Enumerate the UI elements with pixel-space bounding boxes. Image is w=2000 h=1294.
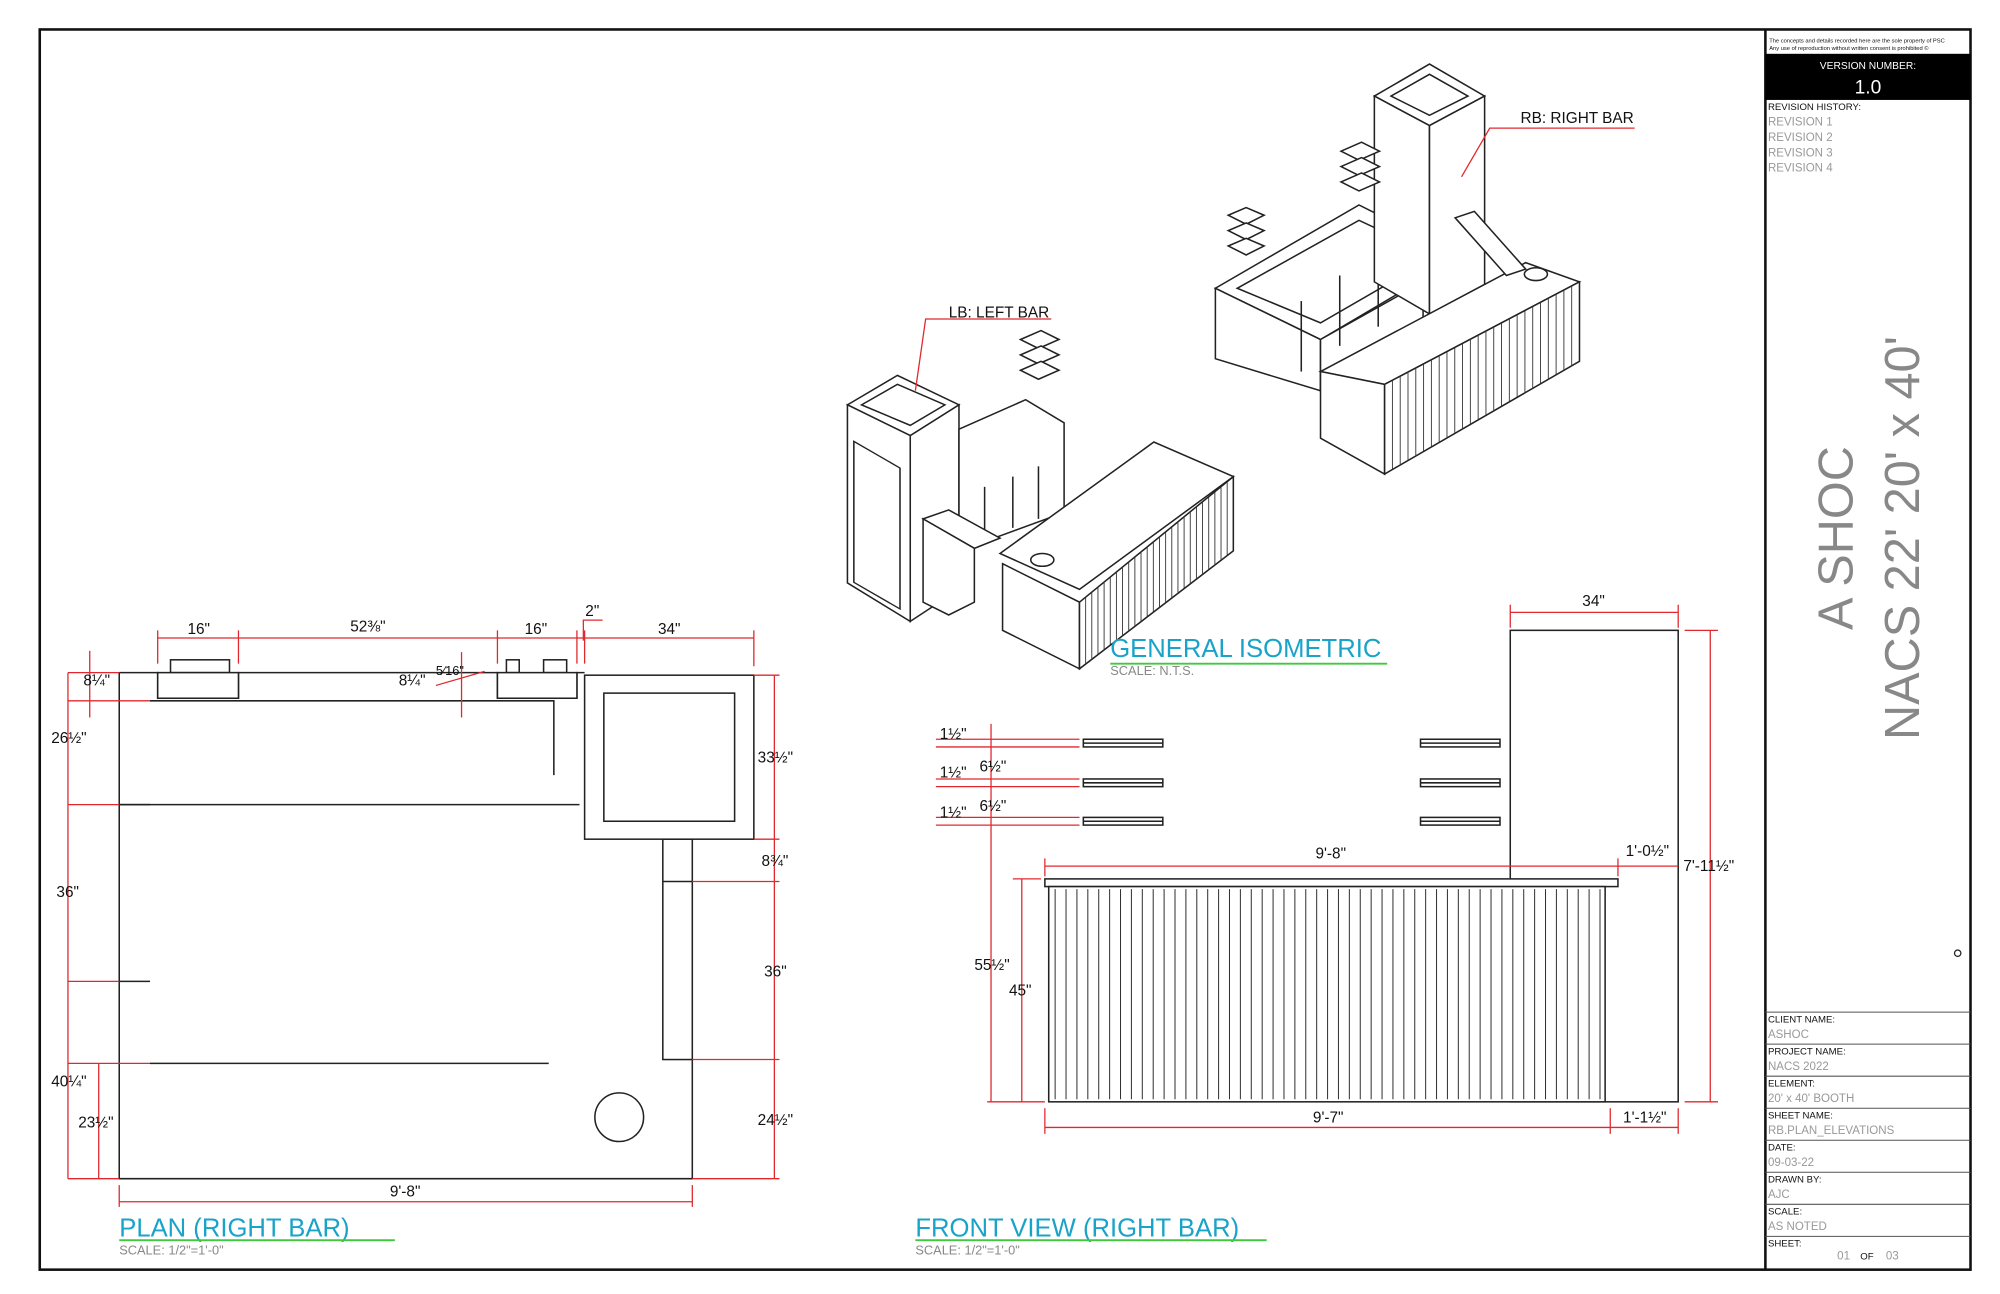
field-value: ASHOC [1768, 1029, 1809, 1041]
sheet-total: 03 [1886, 1250, 1899, 1262]
dim-front-h55: 55½" [974, 957, 1009, 974]
field-value: RB.PLAN_ELEVATIONS [1768, 1125, 1895, 1137]
field-label: DRAWN BY: [1768, 1175, 1822, 1186]
sheet-label: SHEET: [1768, 1239, 1802, 1250]
front-title: FRONT VIEW (RIGHT BAR) [915, 1214, 1239, 1242]
isometric-scale: SCALE: N.T.S. [1110, 663, 1194, 678]
revision-item: REVISION 2 [1768, 132, 1833, 144]
dim-plan-16b: 16" [525, 621, 548, 638]
isometric-title: GENERAL ISOMETRIC [1110, 635, 1381, 663]
dim-plan-8a: 8¼" [83, 672, 110, 689]
dim-front-h45: 45" [1009, 982, 1032, 999]
dim-front-s3: 1½" [940, 804, 967, 821]
dim-front-g2: 6½" [979, 798, 1006, 815]
field-value: NACS 2022 [1768, 1061, 1829, 1073]
revision-item: REVISION 4 [1768, 163, 1833, 175]
dim-front-g1: 6½" [979, 758, 1006, 775]
front-view: 34" 1½" 1½" 1½" 6½" 6½" 9'-8" 1'-0½" 7'-… [935, 593, 1734, 1134]
field-value: 09-03-22 [1768, 1157, 1814, 1169]
dim-front-right-bottom: 1'-1½" [1623, 1109, 1666, 1126]
dim-plan-8-3-4: 8¾" [762, 853, 789, 870]
revision-item: REVISION 3 [1768, 147, 1833, 159]
dim-front-s2: 1½" [940, 765, 967, 782]
dim-plan-40: 40¼" [51, 1073, 86, 1090]
field-label: CLIENT NAME: [1768, 1014, 1835, 1025]
dim-plan-5-16: 5⁄16" [436, 663, 464, 678]
project-title-line1: A SHOC [1810, 446, 1864, 630]
revision-item: REVISION 1 [1768, 117, 1833, 129]
revision-history-label: REVISION HISTORY: [1768, 102, 1861, 113]
dim-front-width-top: 9'-8" [1315, 845, 1346, 862]
field-label: DATE: [1768, 1143, 1796, 1154]
field-label: SCALE: [1768, 1207, 1802, 1218]
dim-plan-2: 2" [585, 603, 599, 620]
field-label: ELEMENT: [1768, 1078, 1815, 1089]
dim-plan-33: 33½" [758, 749, 793, 766]
plan-view: 16" 52⅜" 16" 2" 34" 8¼" 8¼" 5⁄16" 26½" 3… [51, 603, 793, 1207]
plan-scale: SCALE: 1/2"=1'-0" [119, 1242, 223, 1257]
field-value: AS NOTED [1768, 1221, 1827, 1233]
field-label: SHEET NAME: [1768, 1110, 1833, 1121]
field-label: PROJECT NAME: [1768, 1046, 1846, 1057]
dim-plan-52: 52⅜" [350, 619, 385, 636]
disclaimer-text: The concepts and details recorded here a… [1769, 38, 1945, 44]
dim-plan-23: 23½" [78, 1114, 113, 1131]
field-value: 20' x 40' BOOTH [1768, 1093, 1854, 1105]
dim-front-height-total: 7'-11½" [1683, 858, 1734, 875]
dim-plan-width: 9'-8" [390, 1184, 421, 1201]
version-value: 1.0 [1855, 78, 1882, 99]
isometric-left-bar: LB: LEFT BAR [845, 305, 1235, 671]
isometric-right-bar: RB: RIGHT BAR [1213, 63, 1635, 476]
dim-plan-24: 24½" [758, 1112, 793, 1129]
callout-left-bar: LB: LEFT BAR [949, 305, 1049, 322]
disclaimer-text: Any use of reproduction without written … [1769, 45, 1929, 52]
dim-plan-8b: 8¼" [399, 672, 426, 689]
plan-title: PLAN (RIGHT BAR) [119, 1214, 349, 1242]
field-value: AJC [1768, 1189, 1790, 1201]
version-box [1765, 53, 1971, 100]
dim-front-34: 34" [1582, 593, 1605, 610]
callout-right-bar: RB: RIGHT BAR [1521, 110, 1634, 127]
sheet-of: OF [1860, 1251, 1873, 1262]
marker-circle [1953, 949, 1962, 958]
dim-front-s1: 1½" [940, 726, 967, 743]
sheet-border [38, 28, 1972, 1271]
dim-plan-34: 34" [658, 621, 681, 638]
version-label: VERSION NUMBER: [1820, 61, 1916, 72]
front-scale: SCALE: 1/2"=1'-0" [915, 1242, 1019, 1257]
dim-plan-36-right: 36" [764, 963, 787, 980]
dim-plan-26: 26½" [51, 730, 86, 747]
sheet-number: 01 [1837, 1250, 1850, 1262]
title-block: The concepts and details recorded here a… [1765, 38, 1971, 1262]
dim-front-width-bottom: 9'-7" [1313, 1109, 1344, 1126]
dim-plan-16a: 16" [187, 621, 210, 638]
dim-front-overhang: 1'-0½" [1626, 843, 1669, 860]
dim-plan-36-left: 36" [56, 884, 79, 901]
project-title-line2: NACS 22' 20' x 40' [1876, 336, 1930, 740]
